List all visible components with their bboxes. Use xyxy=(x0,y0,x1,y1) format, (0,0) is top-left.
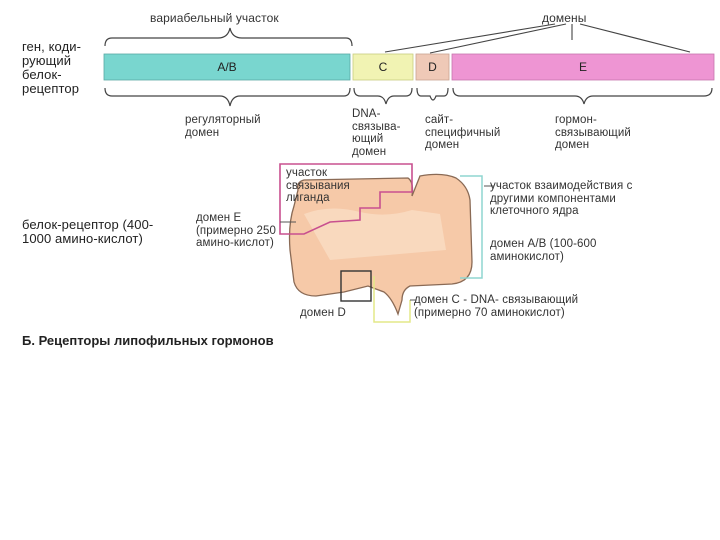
domain-c-label: домен C - DNA- связывающий (примерно 70 … xyxy=(414,294,634,319)
hormone-binding-domain-label: гормон-связывающий домен xyxy=(555,114,665,152)
domains-connector-d xyxy=(430,24,566,53)
segment-e-label: E xyxy=(452,60,714,74)
site-specific-brace xyxy=(417,88,448,100)
regulatory-domain-label: регуляторный домен xyxy=(185,114,295,139)
variable-region-brace xyxy=(105,28,352,46)
dna-binding-domain-label: DNA-связыва-ющий домен xyxy=(352,108,418,158)
site-specific-domain-label: сайт-специфичный домен xyxy=(425,114,525,152)
segment-ab-label: A/B xyxy=(104,60,350,74)
caption: Б. Рецепторы липофильных гормонов xyxy=(22,333,274,348)
domains-connector-c xyxy=(385,24,555,52)
segment-c-label: C xyxy=(353,60,413,74)
regulatory-brace xyxy=(105,88,350,106)
segment-d-label: D xyxy=(416,60,449,74)
interaction-site-label: участок взаимодействия с другими компоне… xyxy=(490,180,670,218)
domains-connector-right xyxy=(580,24,690,52)
dna-binding-brace xyxy=(354,88,412,104)
ligand-site-label: участок связывания лиганда xyxy=(286,167,386,205)
domain-ab-label: домен A/B (100-600 аминокислот) xyxy=(490,238,670,263)
domain-e-label: домен E (примерно 250 амино-кислот) xyxy=(196,212,282,250)
hormone-binding-brace xyxy=(453,88,712,104)
protein-receptor-label: белок-рецептор (400-1000 амино-кислот) xyxy=(22,218,172,246)
domain-d-label: домен D xyxy=(300,307,370,320)
